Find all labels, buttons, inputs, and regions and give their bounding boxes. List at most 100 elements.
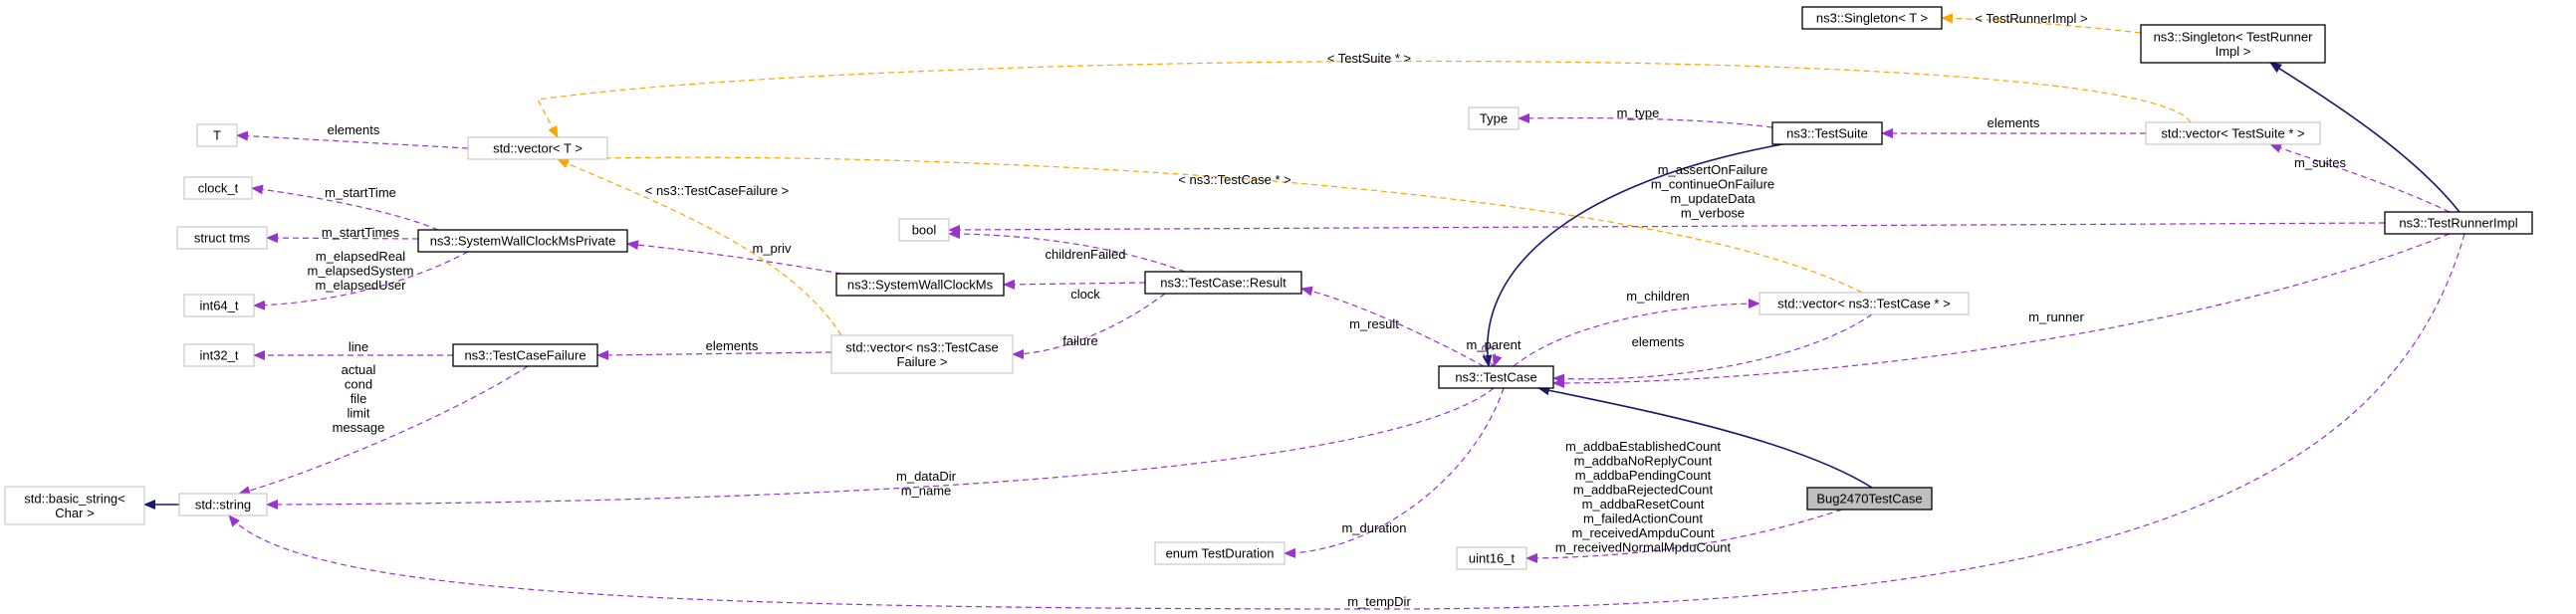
edge-label-clock: clock: [1070, 287, 1100, 302]
node-vec-tc[interactable]: std::vector< ns3::TestCase * >: [1758, 292, 1970, 315]
edge-tcf-string: [238, 365, 529, 496]
node-label: std::string: [195, 498, 251, 512]
edge-label-tc-elements: elements: [1632, 334, 1685, 349]
node-box: [1438, 365, 1554, 389]
node-box: [1456, 546, 1527, 570]
edge-vec-ts-template: [537, 60, 2192, 138]
edge-label-bool-members-runner-1: m_continueOnFailure: [1651, 177, 1774, 192]
edge-uint16-members: [1525, 509, 1843, 563]
node-box: [1801, 6, 1943, 30]
edge-m-duration: [1284, 387, 1505, 558]
edge-singleton-template: [1941, 13, 2142, 34]
node-singleton-tri[interactable]: ns3::Singleton< TestRunnerImpl >: [2140, 24, 2326, 64]
node-box: [835, 273, 1005, 297]
node-label: int32_t: [199, 348, 238, 363]
edge-vec-tc-template: [557, 153, 1863, 294]
node-testcase[interactable]: ns3::TestCase: [1438, 365, 1554, 389]
node-int32[interactable]: int32_t: [183, 343, 255, 367]
edge-m-children: [1513, 299, 1760, 367]
node-label: enum TestDuration: [1166, 546, 1275, 561]
edge-label-line: line: [349, 339, 368, 354]
edge-m-starttimes: [266, 233, 419, 244]
node-box: [4, 486, 145, 525]
node-uint16[interactable]: uint16_t: [1456, 546, 1527, 570]
node-box: [1144, 271, 1302, 295]
edge-label-int64-members-2: m_elapsedUser: [315, 278, 406, 293]
node-box: [183, 343, 255, 367]
node-box: [196, 123, 238, 147]
node-testsuite[interactable]: ns3::TestSuite: [1771, 121, 1883, 145]
node-box: [183, 176, 253, 200]
node-label: std::vector< T >: [493, 141, 583, 156]
node-bool[interactable]: bool: [898, 218, 950, 242]
node-label: Char >: [55, 506, 94, 520]
node-tcf[interactable]: ns3::TestCaseFailure: [452, 343, 598, 367]
node-label: ns3::TestRunnerImpl: [2399, 216, 2517, 231]
edge-label-uint16-members-6: m_receivedAmpduCount: [1571, 525, 1714, 540]
edge-label-m-tempDir: m_tempDir: [1347, 594, 1411, 609]
edge-failure: [1012, 293, 1166, 359]
node-label: ns3::TestCase::Result: [1160, 276, 1287, 291]
edge-runnerimpl-inherits-singleton: [2269, 62, 2460, 213]
node-box: [2140, 24, 2326, 64]
edge-label-string-members-tcf-3: limit: [347, 406, 369, 421]
edge-label-uint16-members-4: m_addbaResetCount: [1582, 497, 1705, 512]
edge-label-uint16-members-1: m_addbaNoReplyCount: [1574, 454, 1713, 469]
node-type[interactable]: Type: [1468, 106, 1520, 130]
node-box: [2384, 211, 2533, 235]
edge-label-string-members-tc-0: m_dataDir: [896, 469, 957, 484]
node-box: [1154, 541, 1286, 565]
node-result[interactable]: ns3::TestCase::Result: [1144, 271, 1302, 295]
edge-bool-runner: [948, 222, 2386, 235]
node-box: [183, 294, 255, 317]
edge-label-tcf-elements: elements: [706, 338, 759, 353]
edge-label-singleton-inst: < TestRunnerImpl >: [1975, 11, 2087, 26]
node-label: ns3::SystemWallClockMs: [847, 278, 994, 293]
node-box: [417, 229, 628, 253]
node-label: std::basic_string<: [24, 491, 125, 506]
node-label: int64_t: [199, 299, 238, 313]
node-basic-string[interactable]: std::basic_string<Char >: [4, 486, 145, 525]
node-vec-t[interactable]: std::vector< T >: [467, 136, 608, 160]
node-vec-ts[interactable]: std::vector< TestSuite * >: [2145, 121, 2321, 145]
node-clock-t[interactable]: clock_t: [183, 176, 253, 200]
edge-int64-members: [253, 251, 469, 310]
node-label: Failure >: [897, 354, 948, 369]
edge-label-string-members-tcf-4: message: [333, 420, 385, 435]
node-box: [1771, 121, 1883, 145]
node-t[interactable]: T: [196, 123, 238, 147]
edge-label-tc-inst: < ns3::TestCase * >: [1178, 172, 1290, 187]
node-box: [898, 218, 950, 242]
node-label: T: [213, 128, 221, 143]
edge-label-m-children: m_children: [1626, 289, 1690, 304]
node-singleton-t[interactable]: ns3::Singleton< T >: [1801, 6, 1943, 30]
node-swcm[interactable]: ns3::SystemWallClockMs: [835, 273, 1005, 297]
node-duration[interactable]: enum TestDuration: [1154, 541, 1286, 565]
edge-m-runner: [1552, 233, 2451, 388]
node-swcmp[interactable]: ns3::SystemWallClockMsPrivate: [417, 229, 628, 253]
node-label: ns3::TestSuite: [1786, 126, 1868, 141]
node-label: Type: [1480, 111, 1508, 126]
node-box: [830, 334, 1014, 374]
edge-label-m-suites: m_suites: [2294, 155, 2347, 170]
node-runnerimpl[interactable]: ns3::TestRunnerImpl: [2384, 211, 2533, 235]
edge-bug-inherits-testcase: [1537, 385, 1873, 489]
node-vec-tcf[interactable]: std::vector< ns3::TestCaseFailure >: [830, 334, 1014, 374]
node-tms[interactable]: struct tms: [176, 226, 268, 250]
node-label: ns3::SystemWallClockMsPrivate: [430, 234, 616, 249]
node-box: [452, 343, 598, 367]
edge-label-tcf-inst: < ns3::TestCaseFailure >: [645, 183, 790, 198]
node-label: std::vector< TestSuite * >: [2161, 126, 2304, 141]
node-box: [467, 136, 608, 160]
edge-label-m-result: m_result: [1349, 316, 1399, 331]
node-bug[interactable]: Bug2470TestCase: [1806, 487, 1933, 511]
edge-label-uint16-members-3: m_addbaRejectedCount: [1573, 483, 1714, 498]
node-string[interactable]: std::string: [178, 493, 268, 516]
node-label: ns3::TestCase: [1455, 370, 1536, 385]
edge-label-ts-elements: elements: [1988, 115, 2040, 130]
node-box: [1758, 292, 1970, 315]
node-int64[interactable]: int64_t: [183, 294, 255, 317]
node-box: [1468, 106, 1520, 130]
edge-tc-string: [266, 387, 1495, 510]
